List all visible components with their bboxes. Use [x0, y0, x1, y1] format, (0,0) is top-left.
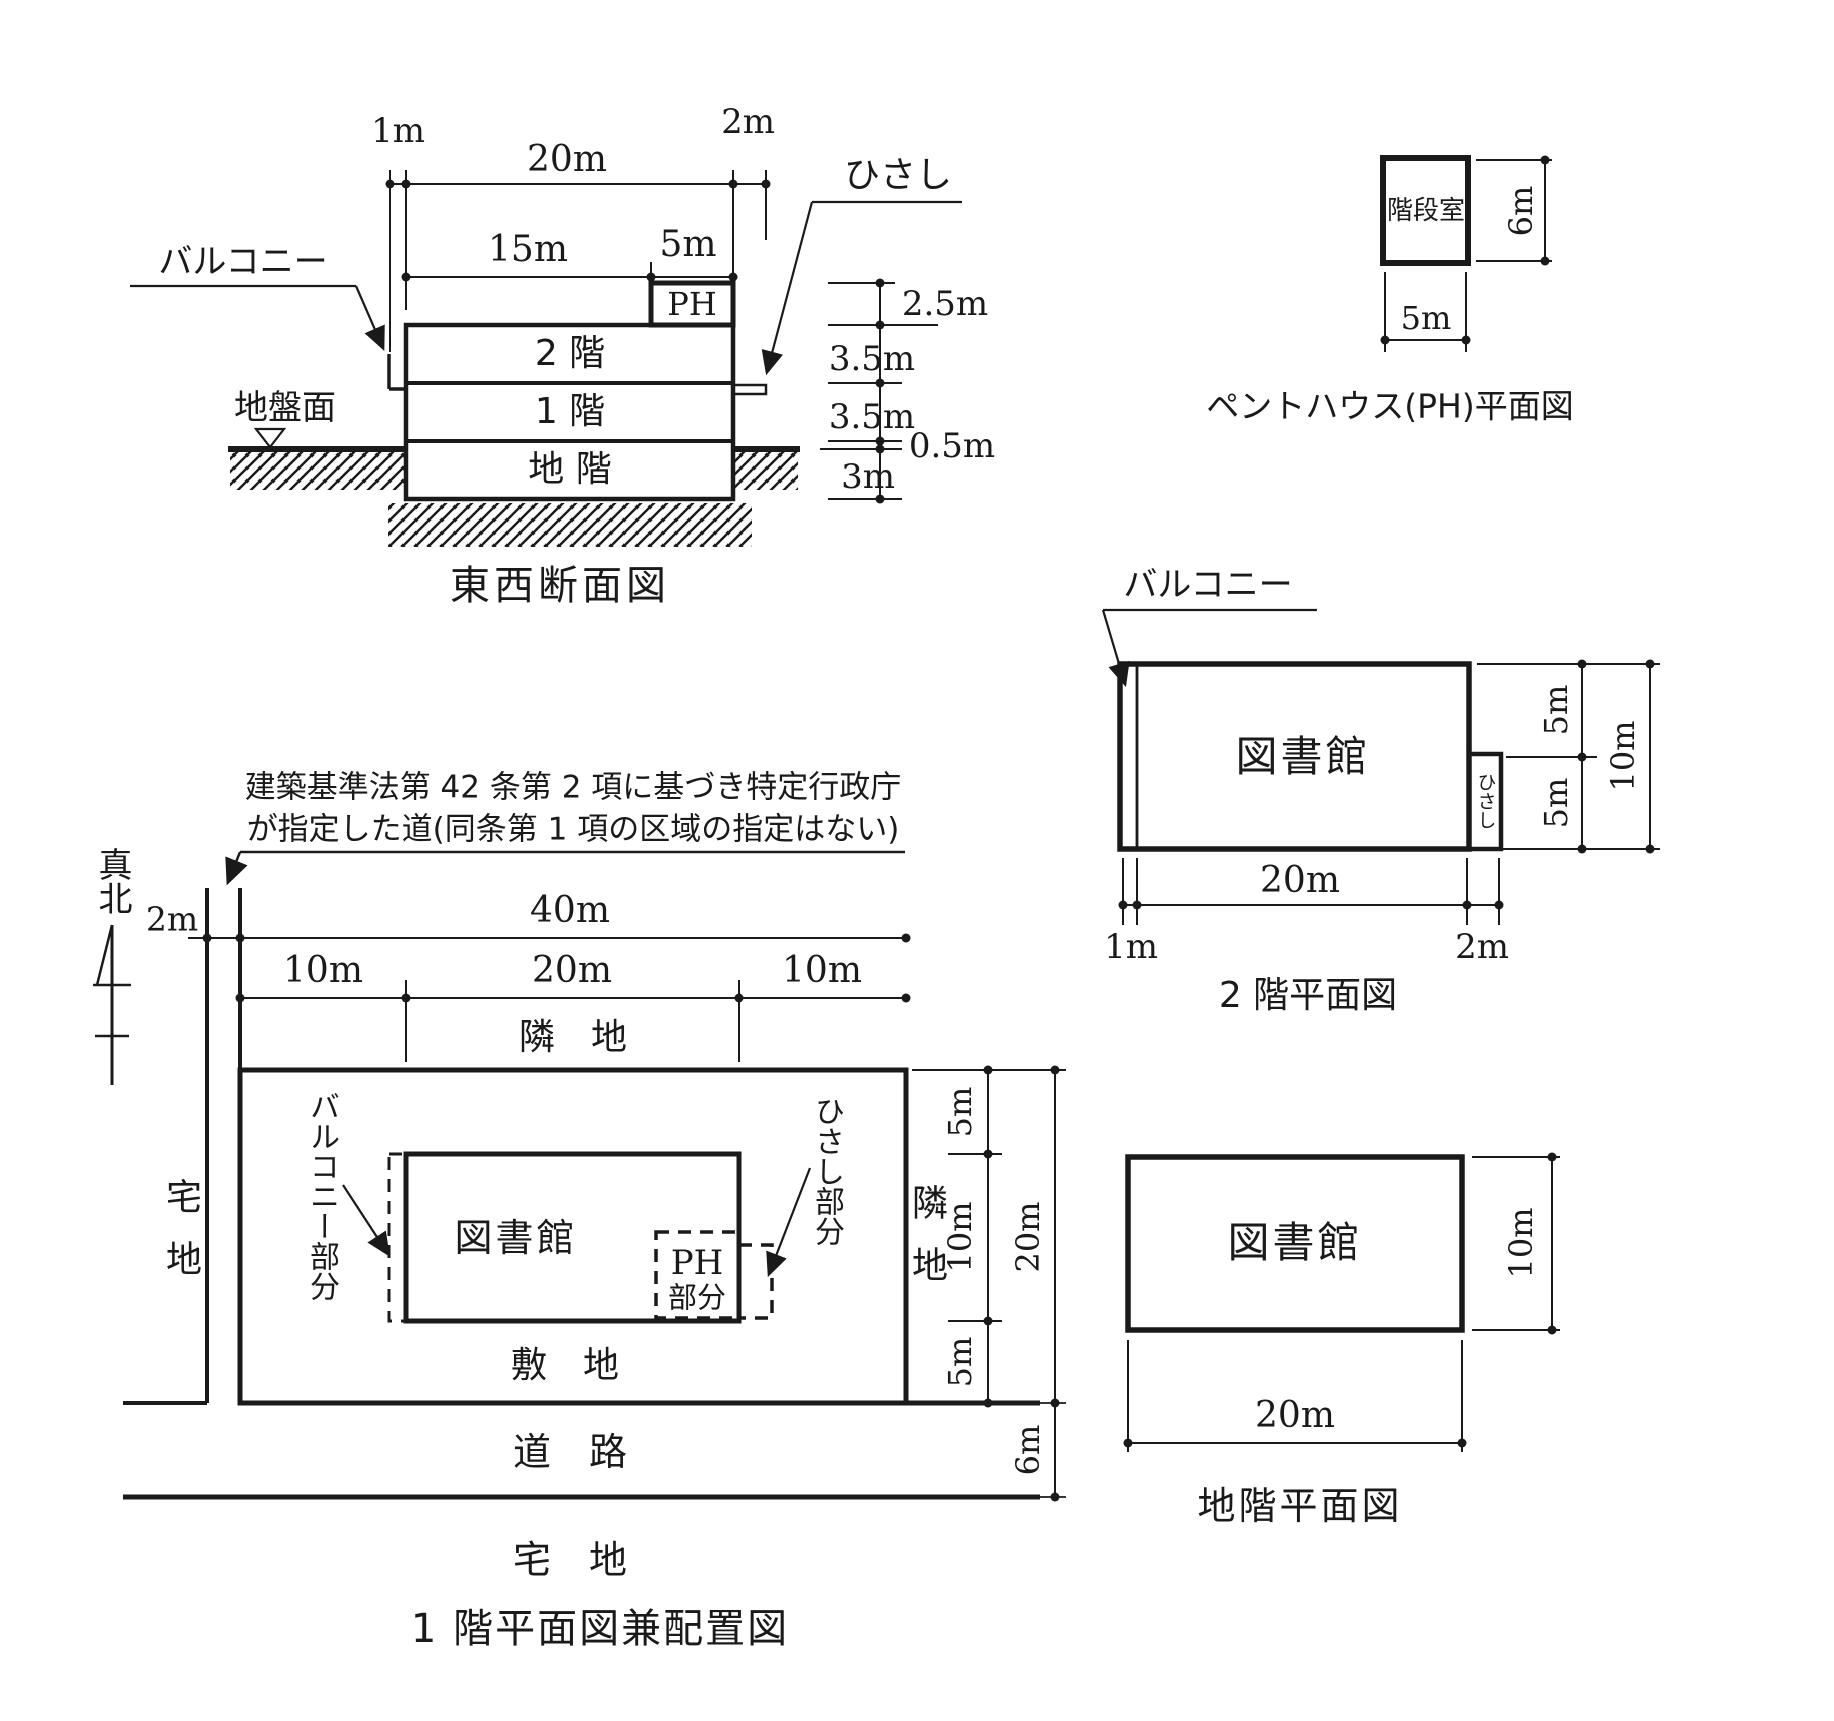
site-dim-s5m: 5m — [941, 1336, 979, 1388]
site-library-label: 図書館 — [454, 1216, 578, 1260]
site-dim-depth20m: 20m — [1009, 1201, 1047, 1273]
basement-dim-20m: 20m — [1255, 1395, 1335, 1436]
floor1-label: 1 階 — [534, 391, 606, 432]
f2-balcony-label: バルコニー — [1123, 565, 1293, 605]
balcony-label: バルコニー — [158, 242, 328, 282]
road-label: 道 路 — [512, 1430, 628, 1474]
true-north-label: 真北 — [92, 847, 132, 915]
site-dim-mid10m: 10m — [941, 1201, 979, 1273]
dim-eaves-2m: 2m — [721, 102, 775, 142]
estate-south-label: 宅 地 — [512, 1538, 628, 1582]
f2-dim-s5m: 5m — [1537, 777, 1575, 829]
site-ground-label: 敷 地 — [510, 1345, 620, 1386]
road-note-line1: 建築基準法第 42 条第 2 項に基づき特定行政庁 — [244, 769, 902, 806]
dim-15m: 15m — [488, 229, 568, 270]
eaves-part-label: ひさし部分 — [809, 1096, 844, 1246]
floor2-label: 2 階 — [534, 333, 606, 374]
dim-building-20m: 20m — [527, 139, 607, 180]
ph-box-label: PH — [667, 285, 717, 323]
f2-eaves-label: ひさし — [1474, 772, 1497, 830]
dim-balcony-1m: 1m — [371, 111, 425, 151]
site-dim-road-2m: 2m — [145, 899, 199, 939]
basement-plan-caption: 地階平面図 — [1197, 1484, 1403, 1528]
road-note-line2: が指定した道(同条第 1 項の区域の指定はない) — [246, 811, 900, 848]
height-ph-2-5m: 2.5m — [901, 284, 989, 324]
adjacent-land-east-label: 隣地 — [906, 1184, 947, 1308]
ph-part-label-ph: PH — [670, 1243, 724, 1283]
f2-dim-1m: 1m — [1104, 927, 1158, 967]
ph-plan-caption: ペントハウス(PH)平面図 — [1206, 386, 1574, 426]
f2-dim-n5m: 5m — [1537, 684, 1575, 736]
f2-dim-2m: 2m — [1455, 927, 1509, 967]
height-2f-3-5m: 3.5m — [828, 339, 916, 379]
f2-plan-caption: 2 階平面図 — [1218, 975, 1398, 1016]
adjacent-land-north-label: 隣 地 — [518, 1017, 628, 1058]
height-basement-3m: 3m — [841, 457, 895, 497]
site-dim-n5m: 5m — [941, 1086, 979, 1138]
height-1f-3-5m: 3.5m — [828, 397, 916, 437]
ph-plan-dim-5m: 5m — [1400, 299, 1452, 337]
site-plan-caption: 1 階平面図兼配置図 — [410, 1606, 790, 1652]
ph-plan-dim-6m: 6m — [1502, 185, 1540, 237]
cross-section-caption: 東西断面図 — [450, 563, 670, 609]
eaves-label: ひさし — [843, 155, 953, 196]
site-dim-40m: 40m — [530, 890, 610, 931]
balcony-part-label: バルコニー部分 — [304, 1091, 339, 1301]
ground-level-label: 地盤面 — [234, 388, 336, 428]
ph-part-label-bubun: 部分 — [667, 1280, 727, 1315]
estate-west-label: 宅地 — [160, 1178, 201, 1302]
site-dim-w10m: 10m — [283, 950, 363, 991]
stair-room-label: 階段室 — [1386, 196, 1466, 226]
site-dim-c20m: 20m — [532, 950, 612, 991]
height-0-5m: 0.5m — [908, 426, 996, 466]
site-dim-e10m: 10m — [782, 950, 862, 991]
dim-5m: 5m — [659, 224, 717, 265]
basement-label: 地 階 — [528, 449, 612, 490]
basement-library-label: 図書館 — [1227, 1218, 1363, 1267]
f2-dim-10m: 10m — [1604, 720, 1642, 792]
site-dim-road6m: 6m — [1009, 1424, 1047, 1476]
basement-dim-10m: 10m — [1502, 1207, 1540, 1279]
f2-library-label: 図書館 — [1235, 732, 1371, 781]
f2-dim-20m: 20m — [1260, 860, 1340, 901]
